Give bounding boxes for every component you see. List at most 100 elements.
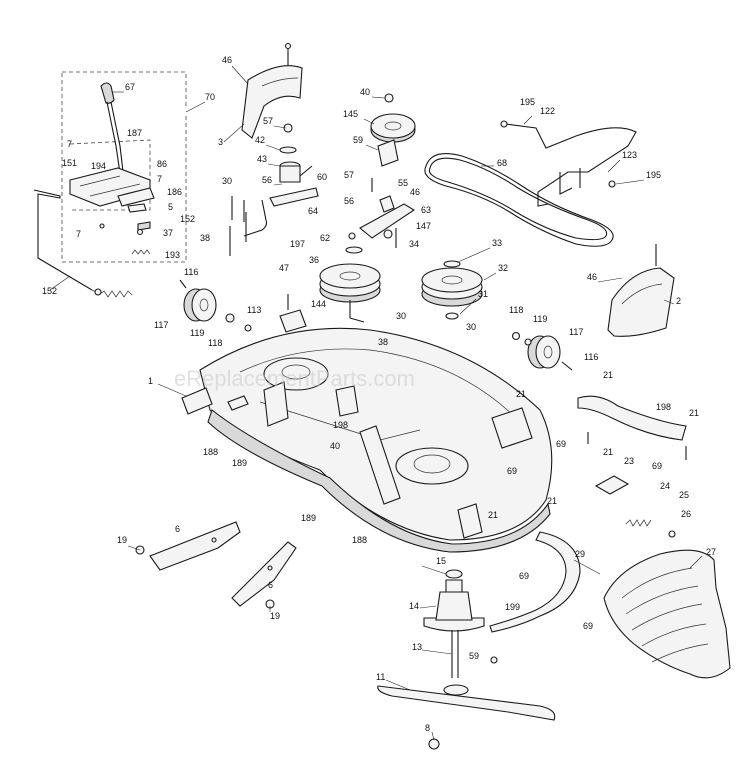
- callout-c199: 199: [505, 602, 520, 612]
- deck-drive-belt: [424, 153, 614, 247]
- callout-c67: 67: [125, 82, 135, 92]
- callout-c152a: 152: [180, 214, 195, 224]
- callout-c8: 8: [425, 723, 430, 733]
- shift-rod: [33, 189, 133, 298]
- callout-c7b: 7: [157, 174, 162, 184]
- callout-c21e: 21: [547, 496, 557, 506]
- callout-c116b: 116: [584, 352, 598, 362]
- watermark-text: eReplacementParts.com: [174, 366, 415, 391]
- callout-c198a: 198: [656, 402, 671, 412]
- callout-c186: 186: [167, 187, 182, 197]
- callout-c119a: 119: [190, 328, 204, 338]
- callout-c69c: 69: [652, 461, 662, 471]
- callout-c47: 47: [279, 263, 289, 273]
- blade-spindle-assembly: [377, 569, 556, 750]
- callout-c21f: 21: [488, 510, 498, 520]
- callout-c57b: 57: [344, 170, 354, 180]
- callout-c56b: 56: [344, 196, 354, 206]
- callout-c26: 26: [681, 509, 691, 519]
- drive-pulley-right: [421, 260, 483, 320]
- callout-c151: 151: [62, 158, 77, 168]
- callout-c21b: 21: [516, 389, 526, 399]
- callout-c19a: 19: [117, 535, 127, 545]
- deck-hanger-bracket-front: [135, 521, 241, 571]
- callout-c7c: 7: [76, 229, 81, 239]
- callout-c30b: 30: [396, 311, 406, 321]
- discharge-chute: [603, 549, 731, 679]
- idler-arm-right: [348, 195, 416, 248]
- callout-c119b: 119: [533, 314, 547, 324]
- callout-c59b: 59: [469, 651, 479, 661]
- shift-lever-assembly: [61, 71, 187, 263]
- callout-c152b: 152: [42, 286, 57, 296]
- callout-c38b: 38: [378, 337, 388, 347]
- callout-c46a: 46: [222, 55, 232, 65]
- callout-c63: 63: [421, 205, 431, 215]
- callout-c117a: 117: [154, 320, 168, 330]
- callout-c46c: 46: [587, 272, 597, 282]
- callout-c189b: 189: [301, 513, 316, 523]
- callout-c3: 3: [218, 137, 223, 147]
- callout-c21c: 21: [689, 408, 699, 418]
- callout-c43: 43: [257, 154, 267, 164]
- callout-c46b: 46: [410, 187, 420, 197]
- leader-lines: [49, 65, 703, 741]
- callout-c6a: 6: [175, 524, 180, 534]
- callout-c189a: 189: [232, 458, 247, 468]
- right-gauge-wheel: [511, 331, 573, 371]
- callout-c195b: 195: [646, 170, 661, 180]
- callout-c19b: 19: [270, 611, 280, 621]
- callout-c55: 55: [398, 178, 408, 188]
- callout-c69e: 69: [583, 621, 593, 631]
- callout-c193: 193: [165, 250, 180, 260]
- callout-c23: 23: [624, 456, 634, 466]
- callout-c5: 5: [168, 202, 173, 212]
- callout-c40b: 40: [330, 441, 340, 451]
- callout-c24: 24: [660, 481, 670, 491]
- callout-c86: 86: [157, 159, 167, 169]
- callout-c197: 197: [290, 239, 305, 249]
- callout-c69a: 69: [556, 439, 566, 449]
- callout-c42: 42: [255, 135, 265, 145]
- callout-c113: 113: [247, 305, 261, 315]
- callout-c195a: 195: [520, 97, 535, 107]
- callout-c59a: 59: [353, 135, 363, 145]
- belt-cover-right: [607, 244, 675, 337]
- callout-c21d: 21: [603, 447, 613, 457]
- callout-c1: 1: [148, 376, 153, 386]
- callout-c64: 64: [308, 206, 318, 216]
- callout-c60: 60: [317, 172, 327, 182]
- callout-c147: 147: [416, 221, 431, 231]
- callout-c188a: 188: [203, 447, 218, 457]
- callout-c6b: 6: [268, 580, 273, 590]
- callout-c117b: 117: [569, 327, 583, 337]
- idler-arm-left: [229, 123, 319, 256]
- callout-c31: 31: [478, 289, 488, 299]
- callout-c27: 27: [706, 547, 716, 557]
- callout-c70: 70: [205, 92, 215, 102]
- callout-c37: 37: [163, 228, 173, 238]
- callout-c7a: 7: [67, 139, 72, 149]
- callout-c34: 34: [409, 239, 419, 249]
- callout-c123: 123: [622, 150, 637, 160]
- callout-c40a: 40: [360, 87, 370, 97]
- callout-c21a: 21: [603, 370, 613, 380]
- callout-c14: 14: [409, 601, 419, 611]
- callout-c118b: 118: [509, 305, 523, 315]
- callout-c25: 25: [679, 490, 689, 500]
- left-gauge-wheel: [179, 279, 252, 332]
- callout-c32: 32: [498, 263, 508, 273]
- callout-c69d: 69: [519, 571, 529, 581]
- callout-c33: 33: [492, 238, 502, 248]
- belt-cover-left: [241, 42, 303, 139]
- callout-c2: 2: [676, 296, 681, 306]
- callout-c188b: 188: [352, 535, 367, 545]
- deck-hanger-bracket-rear: [231, 541, 297, 609]
- callout-c30a: 30: [222, 176, 232, 186]
- idler-pulley-upper: [370, 93, 416, 192]
- callout-c11: 11: [376, 672, 385, 682]
- rear-baffle-right: [577, 395, 687, 460]
- callout-c15: 15: [436, 556, 446, 566]
- callout-c57a: 57: [263, 116, 273, 126]
